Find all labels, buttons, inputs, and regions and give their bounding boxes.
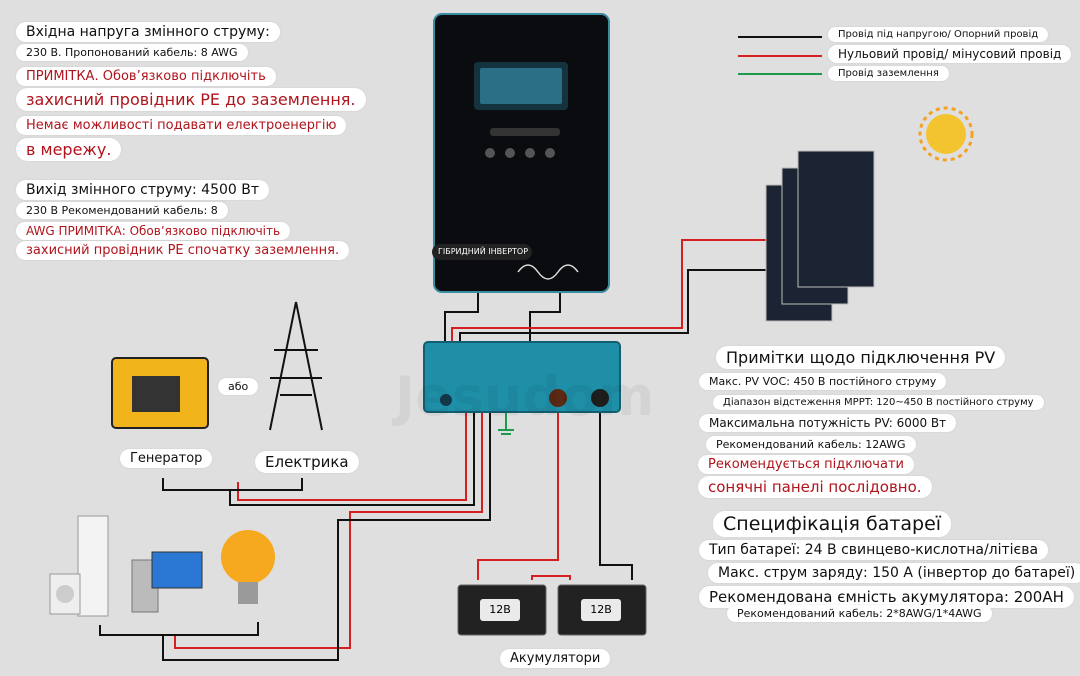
sun-icon	[918, 106, 974, 162]
grid-wire	[230, 478, 303, 491]
pv-recommend-1: Рекомендується підключати	[698, 455, 914, 474]
battery-wire-black	[599, 408, 633, 580]
inverter-link-wire	[444, 290, 479, 360]
pv-power: Максимальна потужність PV: 6000 Вт	[699, 414, 957, 432]
ac-input-cable: 230 В. Пропонований кабель: 8 AWG	[16, 44, 248, 61]
ac-input-note-1: ПРИМІТКА. Обов’язково підключіть	[16, 67, 276, 86]
computer-icon	[131, 551, 203, 613]
load-bus	[99, 622, 259, 636]
legend-neutral-label: Нульовий провід/ мінусовий провід	[828, 45, 1072, 63]
generator-label: Генератор	[120, 449, 213, 468]
pv-cable: Рекомендований кабель: 12AWG	[706, 436, 916, 453]
hybrid-inverter	[432, 13, 610, 293]
legend-live-label: Провід під напругою/ Опорний провід	[828, 27, 1049, 42]
ac-input-title: Вхідна напруга змінного струму:	[16, 22, 280, 42]
source-wire-black	[162, 395, 475, 506]
inverter-link-wire-2	[529, 290, 561, 345]
pv-mppt: Діапазон відстеження MPPT: 120~450 В пос…	[713, 395, 1044, 410]
load-wire-red	[174, 395, 483, 649]
ac-output-note-2: захисний провідник PE спочатку заземленн…	[16, 241, 350, 260]
solar-panels	[765, 150, 875, 322]
inverter-label: ГІБРИДНИЙ ІНВЕРТОР	[437, 247, 529, 256]
connection-unit	[423, 341, 621, 413]
pv-wire-red	[451, 239, 770, 360]
or-label: або	[218, 378, 259, 395]
battery-charge: Макс. струм заряду: 150 А (інвертор до б…	[708, 563, 1080, 583]
batteries-caption: Акумулятори	[500, 649, 611, 668]
ac-output-cable: 230 В Рекомендований кабель: 8	[16, 202, 228, 219]
generator-icon	[111, 357, 209, 429]
ac-input-note-4: в мережу.	[16, 138, 122, 161]
battery-spec-title: Специфікація батареї	[713, 511, 952, 537]
air-conditioner-icon	[77, 515, 109, 617]
washing-machine-icon	[49, 573, 81, 615]
pv-recommend-2: сонячні панелі послідовно.	[698, 476, 932, 498]
battery-wire-red	[477, 408, 559, 580]
ac-output-note-1: AWG ПРИМІТКА: Обов’язково підключіть	[16, 222, 291, 240]
pv-voc: Макс. PV VOC: 450 В постійного струму	[699, 373, 947, 390]
ac-output-title: Вихід змінного струму: 4500 Вт	[16, 180, 270, 200]
ac-input-note-3: Немає можливості подавати електроенергію	[16, 116, 347, 135]
load-wire-black	[162, 395, 491, 661]
battery-type: Тип батареї: 24 В свинцево-кислотна/літі…	[699, 540, 1049, 560]
battery-cable: Рекомендований кабель: 2*8AWG/1*4AWG	[727, 605, 992, 622]
battery-link-wire	[531, 575, 571, 580]
battery-2-label: 12В	[581, 599, 621, 621]
legend-ground-label: Провід заземлення	[828, 66, 949, 81]
grid-label: Електрика	[255, 451, 359, 473]
light-bulb-icon	[221, 530, 275, 604]
ac-input-note-2: захисний провідник PE до заземлення.	[16, 88, 366, 111]
battery-capacity: Рекомендована ємність акумулятора: 200AH	[699, 586, 1074, 608]
battery-1-label: 12В	[480, 599, 520, 621]
pv-notes-title: Примітки щодо підключення PV	[716, 346, 1006, 369]
power-pylon-icon	[269, 301, 323, 431]
